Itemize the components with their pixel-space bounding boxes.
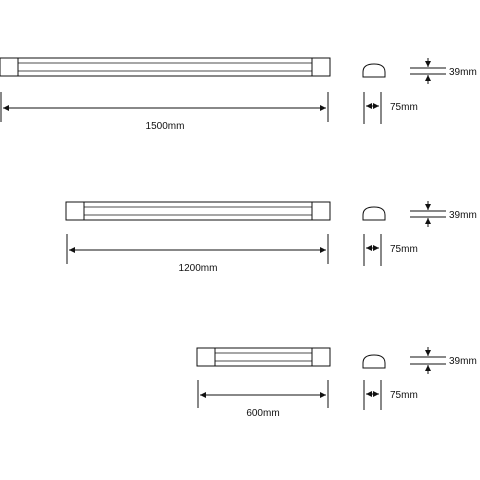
fixture-1200-end-profile: 75mm xyxy=(362,206,418,266)
fixture-1500-body xyxy=(0,57,331,77)
fixture-1500-endcap-right xyxy=(311,57,331,77)
fixture-1200-group: 1200mm 75mm 39mm xyxy=(65,201,477,274)
fixture-1500-group: 1500mm 75mm 39mm xyxy=(0,57,477,132)
fixture-1500-side-view xyxy=(0,57,331,77)
fixture-600-side-view xyxy=(196,347,331,367)
fixture-600-body xyxy=(196,347,331,367)
fixture-600-endcap-left xyxy=(196,347,216,367)
fixture-600-height-dimension: 39mm xyxy=(410,347,477,374)
fixture-1200-endcap-right xyxy=(311,201,331,221)
fixture-1500-height-label: 39mm xyxy=(449,67,477,78)
fixture-1500-length-label: 1500mm xyxy=(146,121,185,132)
fixture-1200-height-dimension: 39mm xyxy=(410,201,477,227)
fixture-1500-depth-label: 75mm xyxy=(390,102,418,113)
fixture-1200-endcap-left xyxy=(65,201,85,221)
fixture-1200-side-view xyxy=(65,201,331,221)
profile-shape xyxy=(362,63,386,78)
profile-shape xyxy=(362,206,386,221)
fixture-1200-depth-label: 75mm xyxy=(390,244,418,255)
fixture-1500-endcap-left xyxy=(0,57,19,77)
fixture-600-height-label: 39mm xyxy=(449,356,477,367)
fixture-600-length-dimension: 600mm xyxy=(197,380,329,419)
fixture-600-length-label: 600mm xyxy=(246,408,279,419)
fixture-1200-height-label: 39mm xyxy=(449,210,477,221)
fixture-600-end-profile: 75mm xyxy=(362,354,418,410)
fixture-1200-length-label: 1200mm xyxy=(179,263,218,274)
fixture-600-depth-label: 75mm xyxy=(390,390,418,401)
fixture-1200-length-dimension: 1200mm xyxy=(66,234,329,274)
fixture-1500-length-dimension: 1500mm xyxy=(0,92,329,132)
fixture-1500-height-dimension: 39mm xyxy=(410,58,477,84)
profile-shape xyxy=(362,354,386,369)
fixture-600-endcap-right xyxy=(311,347,331,367)
fixture-1200-body xyxy=(65,201,331,221)
fixture-1500-end-profile: 75mm xyxy=(362,63,418,124)
fixture-600-group: 600mm 75mm 39mm xyxy=(196,347,477,419)
